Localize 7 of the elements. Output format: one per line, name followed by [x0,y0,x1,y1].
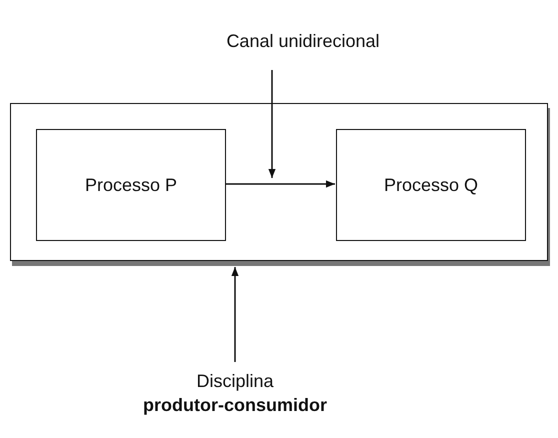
annotation-text: Canal unidirecional [226,30,380,53]
annotation-text: Disciplina produtor-consumidor [143,370,327,417]
leader-line [268,70,276,178]
process-box: Processo Q [336,129,526,241]
arrow [225,180,335,188]
process-box: Processo P [36,129,226,241]
arrow [231,267,239,362]
